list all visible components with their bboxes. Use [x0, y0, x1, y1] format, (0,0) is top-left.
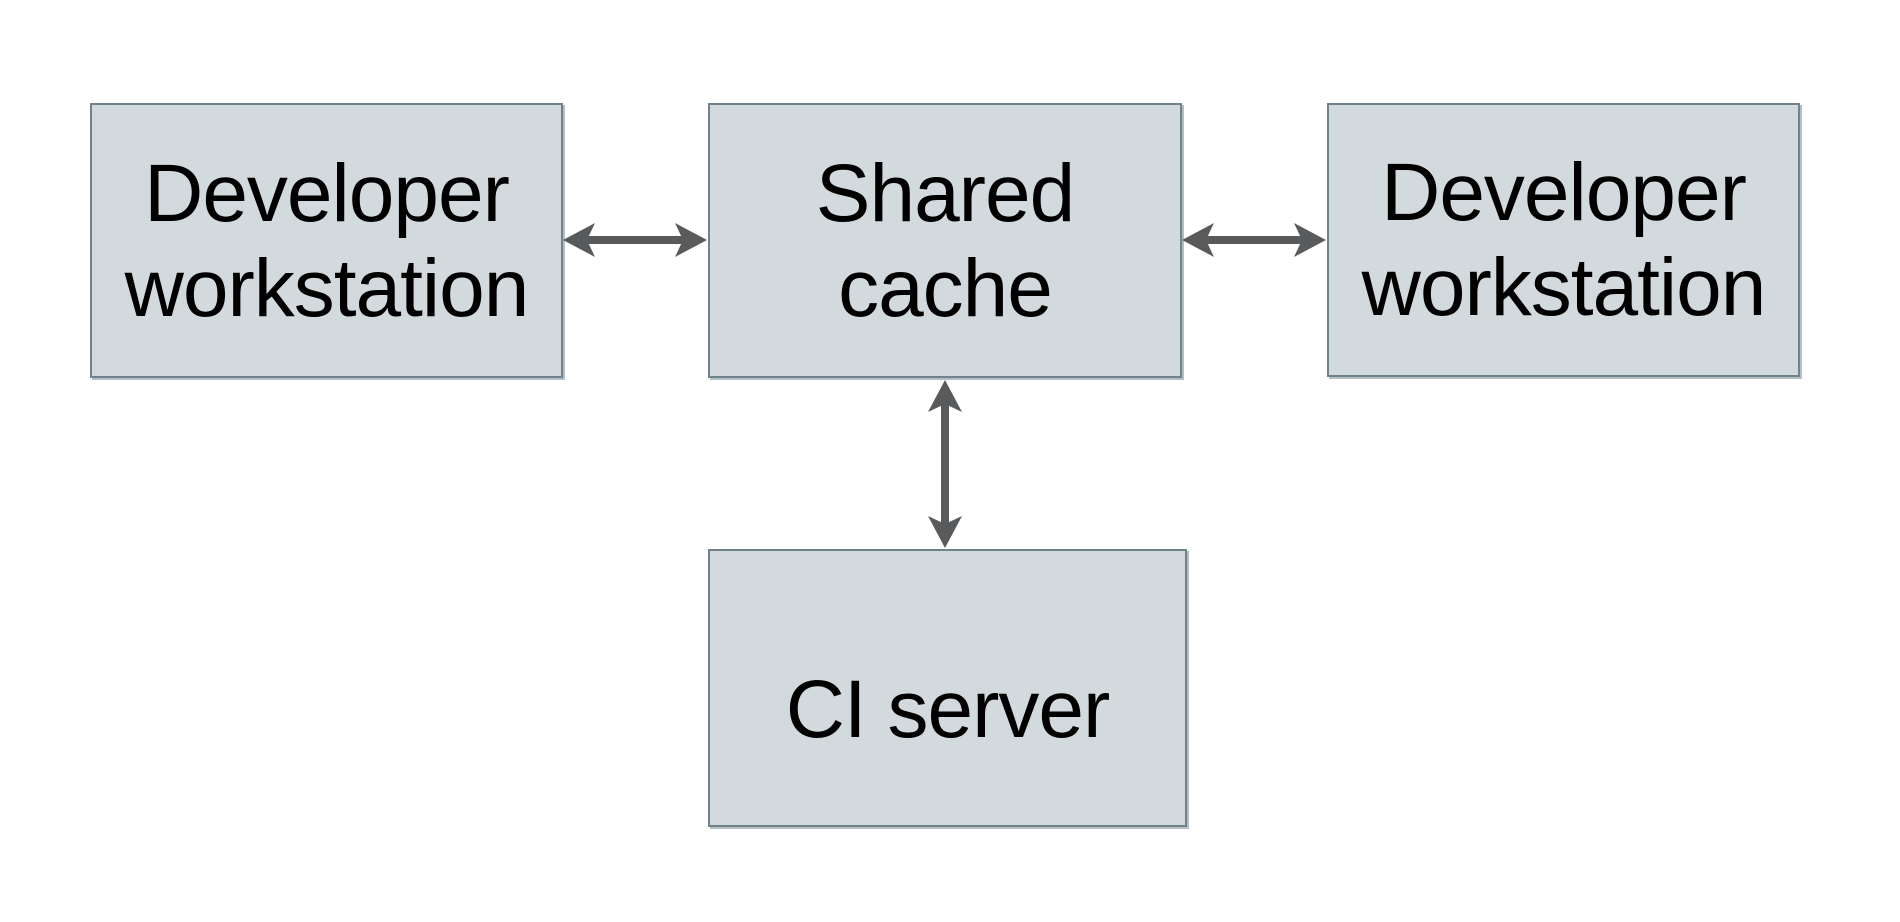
node-ci-server: CI server [708, 549, 1187, 827]
label-line: workstation [124, 242, 530, 334]
label-line: Developer [144, 147, 510, 239]
node-developer-workstation-left-label: Developer workstation [124, 146, 530, 336]
arrowhead-right-icon [675, 223, 707, 257]
bidirectional-arrow-left-workstation-to-cache [563, 223, 707, 257]
label-line: Developer [1381, 147, 1747, 238]
node-developer-workstation-left: Developer workstation [90, 103, 563, 378]
arrowhead-left-icon [563, 223, 595, 257]
arrow-shaft [1204, 236, 1304, 244]
node-developer-workstation-right: Developer workstation [1327, 103, 1800, 377]
arrow-shaft [585, 236, 685, 244]
node-developer-workstation-right-label: Developer workstation [1361, 145, 1767, 335]
bidirectional-arrow-cache-to-ci-server [928, 380, 962, 548]
node-shared-cache-label: Shared cache [815, 146, 1075, 336]
arrow-shaft [941, 402, 949, 526]
arrowhead-left-icon [1182, 223, 1214, 257]
arrowhead-down-icon [928, 516, 962, 548]
label-line: cache [838, 242, 1053, 334]
arrowhead-up-icon [928, 380, 962, 412]
bidirectional-arrow-cache-to-right-workstation [1182, 223, 1326, 257]
label-line: Shared [815, 147, 1075, 239]
node-shared-cache: Shared cache [708, 103, 1182, 378]
label-line: workstation [1361, 242, 1767, 333]
arrowhead-right-icon [1294, 223, 1326, 257]
node-ci-server-label: CI server [785, 620, 1111, 757]
label-line: CI server [785, 663, 1111, 755]
